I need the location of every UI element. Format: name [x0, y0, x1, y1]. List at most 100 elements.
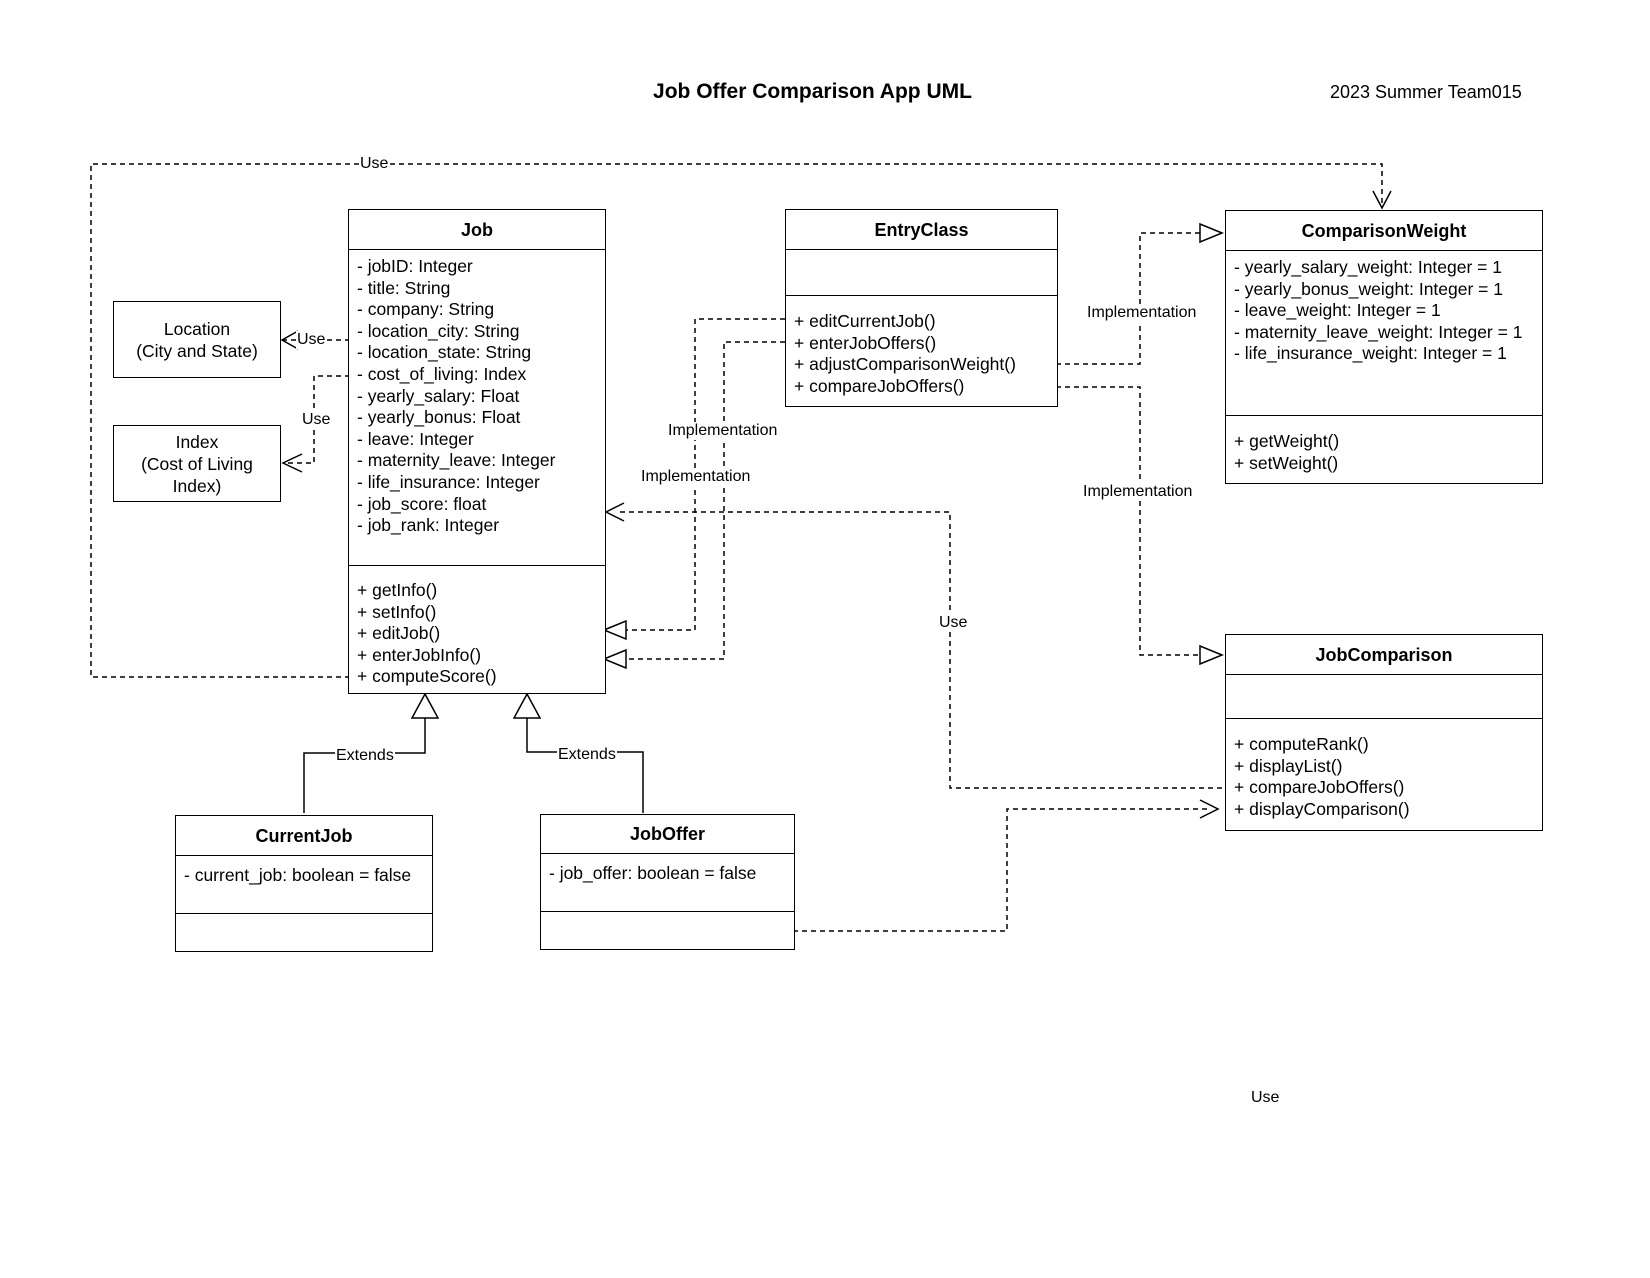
label-implementation-comparison: Implementation [1082, 483, 1194, 501]
arrow-head-index [281, 453, 303, 473]
class-job-methods: + getInfo()+ setInfo()+ editJob()+ enter… [349, 565, 605, 693]
job-attribute: - job_rank: Integer [357, 515, 500, 536]
index-line-1: Index [175, 431, 219, 452]
class-current-attributes: - current_job: boolean = false [176, 856, 432, 913]
class-entry-attributes [786, 250, 1057, 295]
use-connector-index [283, 375, 350, 464]
use-connector-middle [620, 511, 1222, 789]
class-weight-methods: + getWeight()+ setWeight() [1226, 415, 1542, 482]
class-current-job: CurrentJob - current_job: boolean = fals… [175, 815, 433, 952]
label-extends-current: Extends [335, 747, 395, 765]
class-job-name: Job [349, 210, 605, 250]
index-line-3: Index) [172, 475, 222, 496]
label-use-index: Use [301, 411, 332, 429]
weight-attribute: - maternity_leave_weight: Integer = 1 [1234, 321, 1523, 342]
weight-attribute: - yearly_bonus_weight: Integer = 1 [1234, 278, 1503, 299]
class-current-methods [176, 913, 432, 950]
triangle-head-extends-offer [512, 692, 542, 719]
comparison-method: + compareJobOffers() [1234, 777, 1405, 798]
job-method: + setInfo() [357, 601, 437, 622]
weight-method: + setWeight() [1234, 452, 1339, 473]
class-job-comparison: JobComparison + computeRank()+ displayLi… [1225, 634, 1543, 831]
class-comparison-name: JobComparison [1226, 635, 1542, 675]
class-comparison-weight: ComparisonWeight - yearly_salary_weight:… [1225, 210, 1543, 484]
comparison-method: + displayList() [1234, 755, 1343, 776]
class-weight-name: ComparisonWeight [1226, 211, 1542, 251]
triangle-head-impl-1 [602, 619, 627, 641]
job-attribute: - yearly_salary: Float [357, 385, 520, 406]
entry-method: + compareJobOffers() [794, 375, 965, 396]
job-attribute: - title: String [357, 277, 451, 298]
comparison-method: + computeRank() [1234, 734, 1369, 754]
location-line-2: (City and State) [136, 340, 258, 361]
impl-connector-2 [626, 341, 785, 660]
job-method: + enterJobInfo() [357, 644, 482, 665]
entry-method: + adjustComparisonWeight() [794, 354, 1016, 375]
job-attribute: - job_score: float [357, 493, 487, 514]
label-use-stray: Use [1251, 1089, 1280, 1106]
location-box: Location (City and State) [113, 301, 281, 378]
class-offer-attributes: - job_offer: boolean = false [541, 854, 794, 911]
class-weight-attributes: - yearly_salary_weight: Integer = 1- yea… [1226, 251, 1542, 415]
arrow-head-top [1372, 190, 1392, 210]
use-connector-offer [793, 808, 1207, 932]
label-implementation-weight: Implementation [1086, 304, 1198, 322]
use-connector-top [90, 163, 1383, 678]
job-attribute: - jobID: Integer [357, 256, 473, 276]
job-attribute: - cost_of_living: Index [357, 363, 527, 384]
extends-connector-offer [526, 717, 644, 813]
job-attribute: - yearly_bonus: Float [357, 407, 521, 428]
entry-method: + enterJobOffers() [794, 332, 937, 353]
offer-attribute: - job_offer: boolean = false [549, 863, 757, 883]
extends-connector-current [303, 717, 426, 813]
entry-method: + editCurrentJob() [794, 311, 936, 331]
job-attribute: - location_city: String [357, 320, 520, 341]
label-use-top: Use [359, 155, 390, 173]
index-box: Index (Cost of Living Index) [113, 425, 281, 502]
team-label: 2023 Summer Team015 [1330, 82, 1522, 102]
comparison-method: + displayComparison() [1234, 798, 1410, 819]
job-method: + getInfo() [357, 580, 438, 600]
job-attribute: - leave: Integer [357, 428, 474, 449]
class-entry: EntryClass + editCurrentJob()+ enterJobO… [785, 209, 1058, 407]
class-job-attributes: - jobID: Integer- title: String- company… [349, 250, 605, 565]
job-method: + editJob() [357, 623, 441, 644]
weight-attribute: - life_insurance_weight: Integer = 1 [1234, 343, 1507, 364]
job-attribute: - company: String [357, 299, 495, 320]
job-attribute: - maternity_leave: Integer [357, 450, 556, 471]
current-attribute: - current_job: boolean = false [184, 865, 412, 885]
triangle-head-extends-current [410, 692, 440, 719]
job-method: + computeScore() [357, 666, 497, 687]
triangle-head-weight [1199, 222, 1224, 244]
label-implementation-1: Implementation [667, 422, 779, 440]
weight-method: + getWeight() [1234, 431, 1340, 451]
arrow-head-location [280, 330, 299, 350]
class-job: Job - jobID: Integer- title: String- com… [348, 209, 606, 694]
arrow-head-offer [1199, 799, 1220, 819]
class-entry-name: EntryClass [786, 210, 1057, 250]
class-job-offer: JobOffer - job_offer: boolean = false [540, 814, 795, 950]
label-implementation-2: Implementation [640, 468, 752, 486]
class-offer-name: JobOffer [541, 815, 794, 854]
location-line-1: Location [163, 318, 231, 339]
job-attribute: - location_state: String [357, 342, 532, 363]
label-use-middle: Use [938, 614, 969, 632]
class-comparison-attributes [1226, 675, 1542, 718]
impl-connector-comparison [1056, 386, 1200, 656]
class-comparison-methods: + computeRank()+ displayList()+ compareJ… [1226, 718, 1542, 829]
class-current-name: CurrentJob [176, 816, 432, 856]
class-entry-methods: + editCurrentJob()+ enterJobOffers()+ ad… [786, 295, 1057, 405]
label-extends-offer: Extends [557, 746, 617, 764]
job-attribute: - life_insurance: Integer [357, 471, 540, 492]
arrow-head-middle [604, 502, 625, 522]
triangle-head-impl-2 [602, 648, 627, 670]
weight-attribute: - yearly_salary_weight: Integer = 1 [1234, 257, 1502, 277]
label-use-location: Use [296, 331, 327, 349]
triangle-head-comparison [1199, 644, 1224, 666]
weight-attribute: - leave_weight: Integer = 1 [1234, 300, 1441, 321]
index-line-2: (Cost of Living [141, 453, 253, 474]
class-offer-methods [541, 911, 794, 948]
impl-connector-weight [1056, 232, 1200, 365]
diagram-title: Job Offer Comparison App UML [653, 80, 972, 103]
